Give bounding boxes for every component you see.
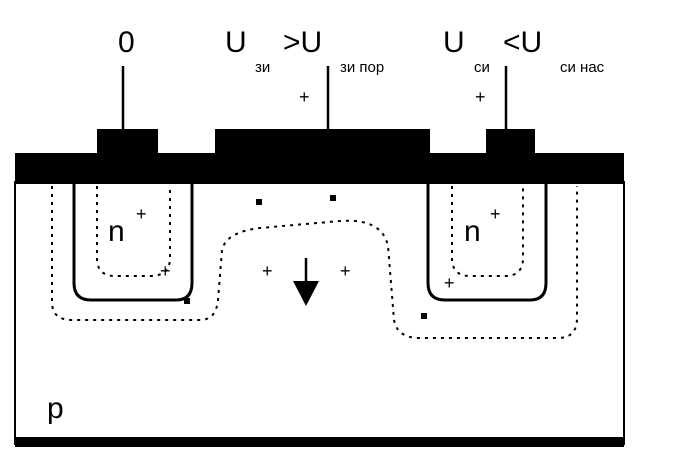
right-n-well [426, 184, 548, 302]
gate-polarity-sign: + [299, 87, 310, 107]
drain-saturation-label: <U [503, 26, 542, 59]
right-n-region-label: n [464, 215, 481, 248]
gate-threshold-subscript: зи пор [340, 59, 384, 76]
oxide-layer [15, 153, 624, 184]
charge-plus: + [340, 261, 351, 281]
source-contact [97, 129, 158, 155]
electron-dot [421, 313, 427, 319]
charge-plus: + [444, 273, 455, 293]
left-n-region-sign: + [136, 204, 147, 224]
gate-u-label: U [225, 26, 247, 59]
electron-dot [256, 199, 262, 205]
charge-plus: + [262, 261, 273, 281]
field-arrow-head [293, 281, 319, 306]
substrate-p-label: p [47, 392, 64, 425]
drain-polarity-sign: + [475, 87, 486, 107]
depletion-boundary [51, 186, 578, 339]
source-voltage-label: 0 [118, 26, 135, 59]
gate-electrode [215, 129, 430, 155]
electron-dot [330, 195, 336, 201]
right-n-region-sign: + [490, 204, 501, 224]
substrate-body [14, 181, 625, 445]
gate-u-subscript: зи [255, 59, 270, 76]
gate-threshold-label: >U [283, 26, 322, 59]
drain-u-subscript: си [474, 59, 490, 76]
drain-saturation-subscript: си нас [560, 59, 605, 76]
left-n-well [72, 184, 194, 302]
drain-u-label: U [443, 26, 465, 59]
charge-plus: + [160, 261, 171, 281]
substrate-bottom-contact [15, 437, 624, 447]
electron-dot [184, 298, 190, 304]
left-n-region-label: n [108, 215, 125, 248]
drain-contact [486, 129, 535, 155]
